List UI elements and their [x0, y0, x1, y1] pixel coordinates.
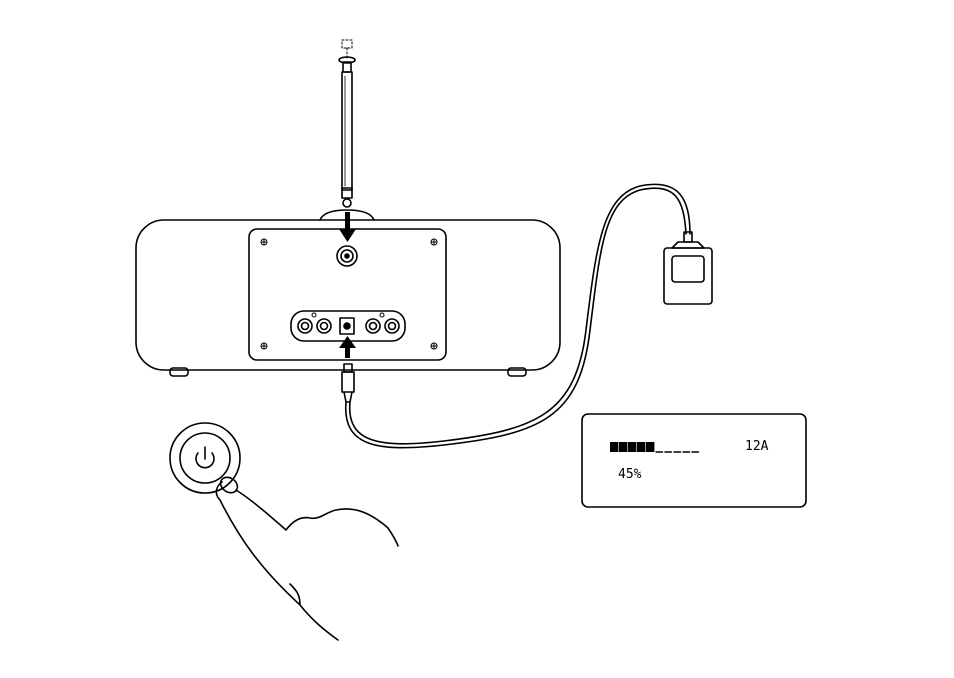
- lcd-display: 12A 45%: [582, 414, 806, 507]
- antenna-arrow: [339, 212, 356, 242]
- channel-label: 12A: [745, 439, 769, 454]
- progress-segment-filled: [610, 442, 618, 452]
- progress-segment-filled: [637, 442, 645, 452]
- antenna-socket: [337, 246, 357, 266]
- telescopic-antenna: [339, 40, 355, 207]
- power-icon: [196, 447, 214, 468]
- progress-bar: [610, 442, 699, 452]
- hand-pointing-icon: [216, 474, 398, 640]
- connector-strip: [291, 311, 405, 341]
- percent-label: 45%: [618, 467, 642, 482]
- progress-segment-filled: [628, 442, 636, 452]
- progress-segment-filled: [619, 442, 627, 452]
- power-arrow: [339, 336, 356, 358]
- power-cable: [346, 184, 690, 447]
- power-button[interactable]: [170, 423, 240, 493]
- power-adapter: [664, 232, 712, 304]
- progress-segment-filled: [646, 442, 654, 452]
